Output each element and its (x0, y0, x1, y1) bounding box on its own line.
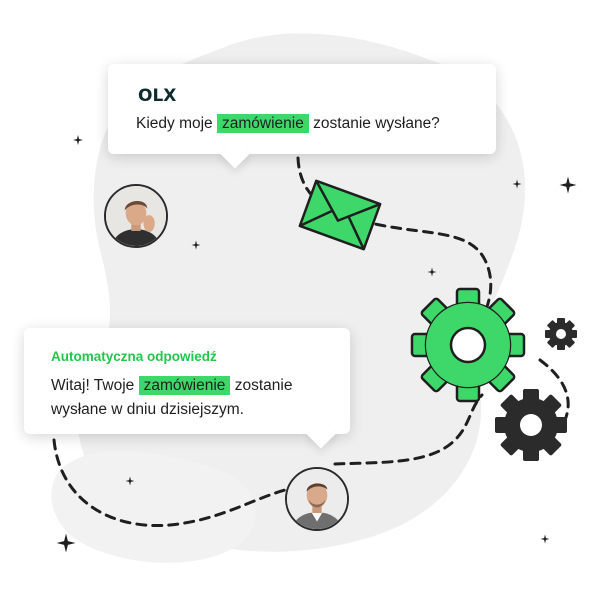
message-text-after: zostanie wysłane? (308, 115, 440, 132)
highlighted-word: zamówienie (216, 114, 309, 133)
customer-avatar (104, 184, 168, 248)
background-blob-lower (51, 451, 256, 563)
message-text-before: Kiedy moje (136, 115, 217, 132)
customer-message-bubble: OLX Kiedy moje zamówienie zostanie wysła… (108, 64, 496, 169)
gear-green-icon (410, 287, 526, 403)
sparkle-icon (56, 135, 577, 553)
person-icon (287, 469, 347, 529)
person-icon (106, 186, 166, 246)
auto-reply-text: Witaj! Twoje zamówienie zostanie wysłane… (51, 374, 351, 422)
auto-reply-label: Automatyczna odpowiedź (51, 349, 217, 364)
agent-avatar (285, 467, 349, 531)
olx-logo: OLX (138, 86, 177, 106)
gear-dark-large-icon (495, 389, 567, 461)
envelope-icon (298, 179, 382, 251)
message-text-after: zostanie wysłane w dniu dzisiejszym. (51, 377, 293, 418)
message-text-before: Witaj! Twoje (51, 377, 139, 394)
gear-dark-small-icon (545, 318, 577, 350)
highlighted-word: zamówienie (138, 376, 231, 395)
auto-reply-bubble: Automatyczna odpowiedź Witaj! Twoje zamó… (24, 328, 351, 449)
customer-message-text: Kiedy moje zamówienie zostanie wysłane? (136, 112, 440, 136)
